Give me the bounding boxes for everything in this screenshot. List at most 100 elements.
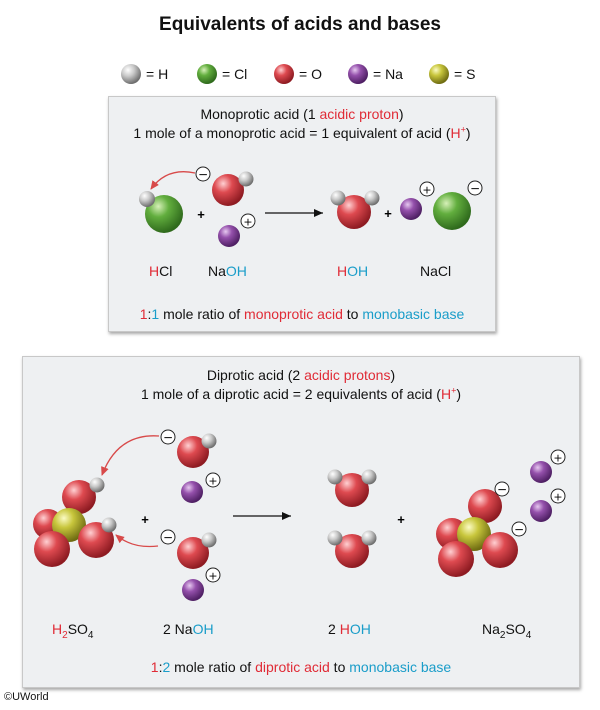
naoh-bottom-o-atom: [177, 537, 209, 569]
nacl-cl-atom: [433, 192, 471, 230]
naoh-bottom-na-charge: +: [205, 567, 221, 583]
hydroxide-charge: −: [195, 166, 211, 182]
diprotic-panel: Diprotic acid (2 acidic protons) 1 mole …: [22, 356, 580, 688]
naoh-bottom-h-atom: [201, 532, 217, 548]
legend-na-atom: [348, 64, 368, 84]
plus-sign-3: +: [141, 512, 149, 527]
naoh-top-na-atom: [181, 481, 203, 503]
naoh-h-atom: [238, 171, 254, 187]
sulfate-o-atom-top: [468, 489, 502, 523]
svg-text:+: +: [208, 475, 217, 488]
diprotic-reaction-scene: + − + − + +: [33, 429, 566, 601]
h2so4-molecule: [33, 477, 117, 567]
svg-text:+: +: [208, 570, 217, 583]
svg-text:−: −: [198, 168, 208, 182]
svg-text:−: −: [163, 531, 173, 545]
naoh-na-atom: [218, 225, 240, 247]
water-h-atom-right: [364, 190, 380, 206]
water-molecule: [330, 190, 380, 229]
water-molecule-top: [327, 469, 377, 507]
water-bottom-h-atom-right: [361, 530, 377, 546]
h2so4-label: H2SO4: [52, 621, 94, 641]
sulfate-charge-right: −: [511, 521, 527, 537]
h2so4-h-atom-top: [89, 477, 105, 493]
monoprotic-reaction-scene: + − + + + −: [139, 166, 483, 247]
svg-text:−: −: [514, 523, 524, 537]
svg-text:+: +: [553, 491, 562, 504]
water-top-o-atom: [335, 473, 369, 507]
water-bottom-h-atom-left: [327, 530, 343, 546]
hoh-label: HOH: [337, 263, 369, 279]
nacl-na-charge: +: [419, 181, 435, 197]
copyright-credit: ©UWorld: [4, 691, 49, 703]
hcl-label: HCl: [149, 263, 173, 279]
svg-text:−: −: [497, 483, 507, 497]
water-o-atom: [337, 195, 371, 229]
legend-s-atom: [429, 64, 449, 84]
legend-cl-atom: [197, 64, 217, 84]
sodium-charge: +: [240, 213, 256, 229]
water-top-h-atom-left: [327, 469, 343, 485]
atom-legend: = H = Cl = O = Na = S: [0, 60, 600, 88]
monoprotic-equivalent-line: 1 mole of a monoprotic acid = 1 equivale…: [133, 124, 471, 141]
na-ion-top-charge: +: [550, 449, 566, 465]
monoprotic-panel: Monoprotic acid (1 acidic proton) 1 mole…: [108, 96, 496, 332]
na-ion-bottom: [530, 500, 552, 522]
legend-h-atom: [121, 64, 141, 84]
svg-text:−: −: [470, 182, 480, 196]
diprotic-header: Diprotic acid (2 acidic protons): [206, 367, 396, 383]
proton-transfer-arrow: [150, 171, 196, 190]
sulfate-o-atom-right: [482, 532, 518, 568]
naoh-top-o-charge: −: [160, 429, 176, 445]
legend-h-label: = H: [146, 66, 169, 82]
naoh-label: NaOH: [208, 263, 247, 279]
diprotic-ratio-line: 1:2 mole ratio of diprotic acid to monob…: [150, 659, 452, 675]
proton-transfer-arrow-2: [115, 534, 159, 548]
hcl-molecule: [139, 191, 183, 233]
naoh-bottom-na-atom: [182, 579, 204, 601]
legend-na-label: = Na: [373, 66, 403, 82]
water-molecule-bottom: [327, 530, 377, 568]
legend-s-label: = S: [454, 66, 476, 82]
proton-transfer-arrow-1: [101, 435, 160, 476]
svg-text:−: −: [163, 431, 173, 445]
naoh-top: − +: [160, 429, 221, 503]
h2so4-o-atom-bottom: [34, 531, 70, 567]
svg-text:+: +: [422, 184, 431, 197]
monoprotic-header: Monoprotic acid (1 acidic proton): [200, 106, 404, 122]
svg-text:+: +: [553, 452, 562, 465]
hoh-2-label: 2 HOH: [328, 621, 371, 637]
naoh-hydroxide: [212, 171, 254, 206]
sulfate-charge-top: −: [494, 481, 510, 497]
water-h-atom-left: [330, 190, 346, 206]
naoh-o-atom: [212, 174, 244, 206]
legend-o-label: = O: [299, 66, 322, 82]
plus-sign-4: +: [397, 512, 405, 527]
monoprotic-ratio-line: 1:1 mole ratio of monoprotic acid to mon…: [139, 306, 465, 322]
naoh-2-label: 2 NaOH: [163, 621, 214, 637]
h2so4-h-atom-right: [101, 517, 117, 533]
hcl-h-atom: [139, 191, 155, 207]
nacl-na-atom: [400, 198, 422, 220]
plus-sign-2: +: [384, 206, 392, 221]
sulfate-s-atom: [457, 517, 491, 551]
svg-text:+: +: [243, 216, 252, 229]
legend-o-atom: [274, 64, 294, 84]
sulfate-ion: − −: [436, 481, 527, 577]
naoh-top-o-atom: [177, 436, 209, 468]
h2so4-o-atom-top: [62, 480, 96, 514]
page-title: Equivalents of acids and bases: [159, 14, 441, 35]
na-ion-top: [530, 461, 552, 483]
plus-sign-1: +: [197, 207, 205, 222]
naoh-top-na-charge: +: [205, 472, 221, 488]
water-top-h-atom-right: [361, 469, 377, 485]
water-bottom-o-atom: [335, 534, 369, 568]
naoh-bottom: − +: [160, 529, 221, 601]
nacl-cl-charge: −: [467, 180, 483, 196]
na2so4-label: Na2SO4: [482, 621, 532, 641]
hcl-cl-atom: [145, 195, 183, 233]
na-ion-bottom-charge: +: [550, 488, 566, 504]
nacl-label: NaCl: [420, 263, 452, 279]
sulfate-o-atom-bottom: [438, 541, 474, 577]
naoh-bottom-o-charge: −: [160, 529, 176, 545]
